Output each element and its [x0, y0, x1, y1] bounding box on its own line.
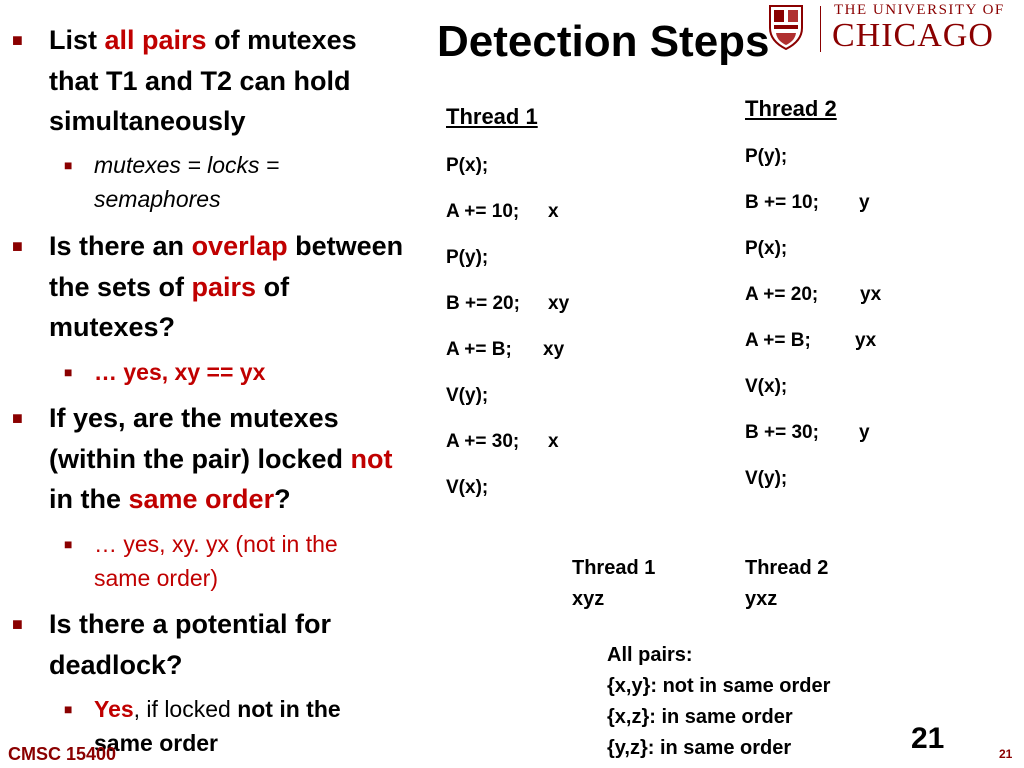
thread1-header: Thread 1 — [446, 104, 538, 129]
shield-icon — [769, 5, 803, 50]
footer-course: CMSC 15400 — [8, 744, 117, 764]
slide-title: Detection Steps — [437, 17, 770, 66]
thread2-lock-annotation: yx — [855, 330, 877, 351]
bullet-deadlock: ■ Is there a potential for deadlock? — [12, 604, 394, 685]
bullet-text: in the — [49, 484, 129, 514]
subbullet-square-icon: ■ — [64, 536, 73, 552]
bullet-text: of mutexes that T1 and T2 can hold simul… — [49, 25, 357, 136]
logo-divider — [820, 6, 821, 52]
bullet-square-icon: ■ — [12, 30, 23, 50]
thread1-lock-annotation: x — [548, 431, 559, 452]
thread1-line: A += 30; — [446, 431, 520, 452]
bullet-text: between the sets of — [49, 231, 404, 302]
bullet-highlight: overlap — [191, 231, 288, 261]
subbullet-highlight: Yes — [94, 696, 134, 722]
thread2-lock-annotation: y — [859, 422, 870, 443]
subbullet-text: mutexes = locks = semaphores — [94, 152, 280, 212]
thread1-line: V(y); — [446, 385, 489, 406]
thread1-line: V(x); — [446, 477, 489, 498]
bullet-text: List — [49, 25, 105, 55]
pair-item: {x,z}: in same order — [607, 706, 793, 728]
thread1-line: B += 20; — [446, 293, 520, 314]
slide-number: 21 — [911, 722, 945, 755]
thread1-lock-annotation: xy — [548, 293, 570, 314]
thread2-order-label: Thread 2 — [745, 557, 829, 579]
bullet-text: of mutexes? — [49, 271, 290, 343]
bullet-highlight: not — [350, 443, 393, 474]
logo-text-line1: THE UNIVERSITY OF — [834, 2, 1005, 18]
bullet-highlight: same order — [128, 484, 275, 514]
bullet-overlap: ■ Is there an overlap between the sets o… — [12, 226, 419, 348]
footer-page-number: 21 — [999, 747, 1013, 761]
subbullet-mutexes: ■ mutexes = locks = semaphores — [64, 148, 344, 216]
thread2-line: A += 20; — [745, 284, 819, 305]
bullet-text: ? — [274, 484, 291, 514]
subbullet-text: … yes, xy. yx (not in the same order) — [94, 531, 338, 591]
subbullet-deadlock-answer: ■ Yes, if locked not in the same order — [64, 692, 384, 760]
university-logo: THE UNIVERSITY OF CHICAGO — [766, 2, 1024, 58]
subbullet-square-icon: ■ — [64, 701, 73, 717]
bullet-square-icon: ■ — [12, 236, 23, 256]
bullet-order: ■ If yes, are the mutexes (within the pa… — [12, 398, 394, 520]
thread2-lock-order: Thread 2 yxz — [745, 553, 828, 615]
subbullet-order-answer: ■ … yes, xy. yx (not in the same order) — [64, 527, 384, 595]
thread1-order-value: xyz — [572, 588, 605, 610]
thread2-lock-annotation: y — [859, 192, 870, 213]
thread2-line: V(x); — [745, 376, 788, 397]
subbullet-square-icon: ■ — [64, 364, 73, 380]
thread2-header: Thread 2 — [745, 96, 837, 121]
thread2-line: P(y); — [745, 146, 788, 167]
thread1-order-label: Thread 1 — [572, 557, 656, 579]
subbullet-square-icon: ■ — [64, 157, 73, 173]
subbullet-text: , if locked — [133, 696, 238, 722]
subbullet-emphasis: not in the same order — [94, 696, 341, 756]
thread1-lock-annotation: x — [548, 201, 559, 222]
all-pairs-title: All pairs: — [607, 644, 693, 666]
subbullet-text: … yes, xy == yx — [94, 359, 266, 385]
bullet-highlight: all pairs — [104, 25, 207, 55]
thread1-lock-annotation: xy — [543, 339, 565, 360]
bullet-square-icon: ■ — [12, 614, 23, 634]
logo-text-line2: CHICAGO — [832, 17, 994, 54]
thread1-line: P(x); — [446, 155, 489, 176]
bullet-text: Is there a potential for deadlock? — [49, 609, 332, 680]
all-pairs-block: All pairs: {x,y}: not in same order {x,z… — [607, 640, 830, 764]
bullet-highlight: pairs — [191, 271, 257, 302]
bullet-square-icon: ■ — [12, 408, 23, 428]
thread2-line: A += B; — [745, 330, 811, 351]
pair-item: {y,z}: in same order — [607, 737, 792, 759]
thread1-line: A += 10; — [446, 201, 520, 222]
thread2-line: B += 30; — [745, 422, 819, 443]
bullet-text: Is there an — [49, 231, 192, 261]
subbullet-overlap-answer: ■ … yes, xy == yx — [64, 355, 394, 389]
thread2-line: V(y); — [745, 468, 788, 489]
thread2-order-value: yxz — [745, 588, 778, 610]
thread1-lock-order: Thread 1 xyz — [572, 553, 655, 615]
thread2-line: P(x); — [745, 238, 788, 259]
thread2-line: B += 10; — [745, 192, 819, 213]
thread2-lock-annotation: yx — [860, 284, 882, 305]
thread1-line: A += B; — [446, 339, 512, 360]
bullet-text: If yes, are the mutexes (within the pair… — [49, 403, 351, 474]
bullet-list-pairs: ■ List all pairs of mutexes that T1 and … — [12, 20, 394, 142]
pair-item: {x,y}: not in same order — [607, 675, 831, 697]
thread1-line: P(y); — [446, 247, 489, 268]
